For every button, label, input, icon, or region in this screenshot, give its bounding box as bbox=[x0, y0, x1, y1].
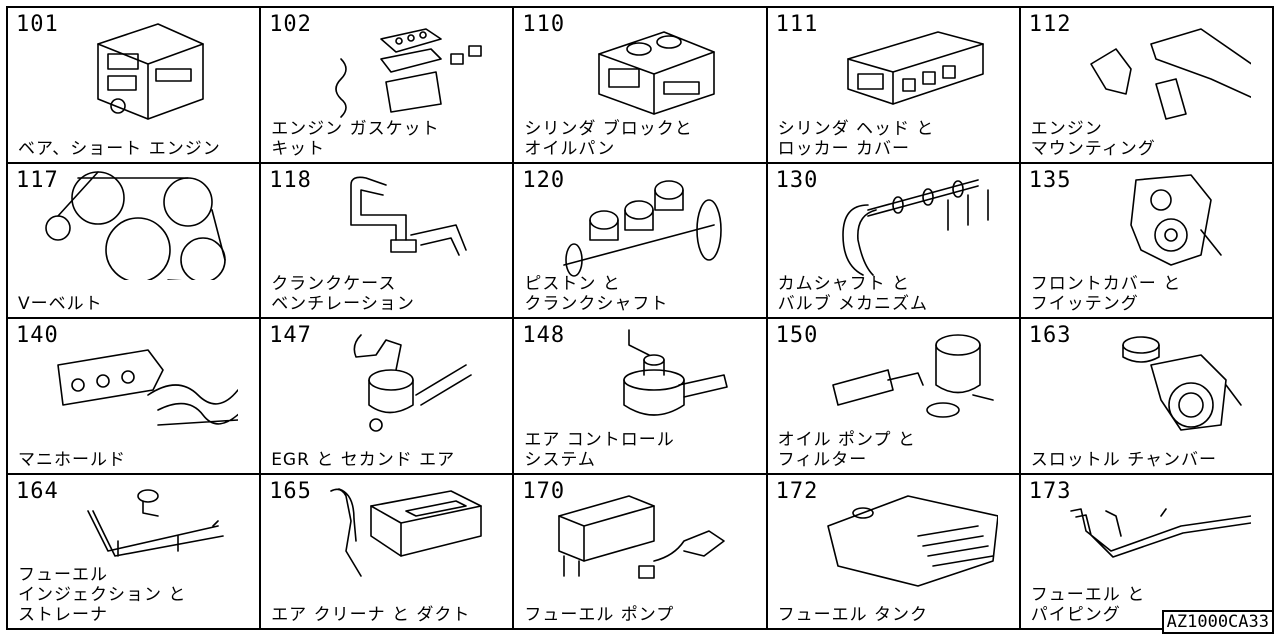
category-label: ベア、ショート エンジン bbox=[18, 138, 221, 159]
category-102[interactable]: 102 エンジン ガスケット キット bbox=[261, 8, 515, 164]
category-110[interactable]: 110 シリンダ ブロックと オイルパン bbox=[514, 8, 768, 164]
fuel-tank-icon bbox=[798, 481, 999, 591]
camshaft-valve-icon bbox=[798, 170, 998, 280]
category-101[interactable]: 101 ベア、ショート エンジン bbox=[8, 8, 262, 164]
category-label: Vーベルト bbox=[18, 294, 103, 314]
category-172[interactable]: 172 フューエル タンク bbox=[767, 474, 1021, 630]
category-code: 102 bbox=[269, 12, 312, 37]
category-label: エア クリーナ と ダクト bbox=[271, 605, 471, 625]
category-120[interactable]: 120 ピストン と クランクシャフト bbox=[514, 163, 768, 319]
category-code: 101 bbox=[16, 12, 59, 37]
piston-crankshaft-icon bbox=[544, 170, 744, 280]
crankcase-ventilation-icon bbox=[291, 170, 491, 280]
front-cover-icon bbox=[1051, 170, 1251, 280]
category-code: 118 bbox=[269, 167, 312, 193]
engine-mount-icon bbox=[1051, 14, 1267, 124]
category-label: マニホールド bbox=[18, 449, 126, 470]
category-code: 163 bbox=[1028, 323, 1072, 348]
category-label: カムシャフト と バルブ メカニズム bbox=[777, 274, 928, 314]
category-code: 148 bbox=[522, 323, 566, 348]
category-code: 140 bbox=[16, 323, 59, 348]
category-173[interactable]: 173 フューエル と パイピング bbox=[1020, 474, 1274, 630]
throttle-chamber-icon bbox=[1051, 325, 1251, 435]
category-label: エア コントロール システム bbox=[524, 429, 675, 470]
category-label: EGR と セカンド エア bbox=[271, 449, 456, 470]
category-label: ピストン と クランクシャフト bbox=[524, 274, 669, 314]
category-165[interactable]: 165 エア クリーナ と ダクト bbox=[261, 474, 515, 630]
category-150[interactable]: 150 オイル ポンプ と フィルター bbox=[767, 319, 1021, 475]
oil-pump-filter-icon bbox=[798, 325, 998, 435]
category-148[interactable]: 148 エア コントロール システム bbox=[514, 319, 768, 475]
category-code: 173 bbox=[1028, 478, 1072, 504]
category-code: 165 bbox=[269, 478, 312, 504]
category-code: 112 bbox=[1028, 12, 1072, 37]
category-118[interactable]: 118 クランクケース ベンチレーション bbox=[261, 163, 515, 319]
category-140[interactable]: 140 マニホールド bbox=[8, 319, 262, 475]
gasket-kit-icon bbox=[291, 14, 491, 124]
category-code: 172 bbox=[775, 478, 819, 504]
category-label: エンジン ガスケット キット bbox=[271, 118, 440, 159]
cylinder-head-icon bbox=[798, 14, 998, 124]
parts-category-grid: 101 ベア、ショート エンジン 102 エンジン ガスケット キット 110 シリン… bbox=[6, 6, 1274, 630]
category-label: フューエル と パイピング bbox=[1030, 585, 1146, 625]
air-cleaner-icon bbox=[291, 481, 491, 591]
category-label: シリンダ ヘッド と ロッカー カバー bbox=[777, 118, 935, 159]
fuel-pump-icon bbox=[544, 481, 744, 591]
category-163[interactable]: 163 スロットル チャンバー bbox=[1020, 319, 1274, 475]
reference-code: AZ1000CA33 bbox=[1161, 610, 1274, 634]
category-code: 130 bbox=[775, 167, 819, 193]
category-112[interactable]: 112 エンジン マウンティング bbox=[1020, 8, 1274, 164]
category-label: オイル ポンプ と フィルター bbox=[777, 429, 916, 470]
category-code: 170 bbox=[522, 478, 566, 504]
fuel-injection-icon bbox=[38, 481, 238, 591]
category-label: フューエル タンク bbox=[777, 605, 928, 625]
category-label: フロントカバー と フイッテング bbox=[1030, 274, 1182, 314]
category-label: エンジン マウンティング bbox=[1030, 118, 1156, 159]
category-code: 147 bbox=[269, 323, 312, 348]
category-label: フューエル インジェクション と ストレーナ bbox=[18, 565, 187, 625]
category-code: 164 bbox=[16, 478, 59, 504]
category-164[interactable]: 164 フューエル インジェクション と ストレーナ bbox=[8, 474, 262, 630]
category-code: 135 bbox=[1028, 167, 1072, 193]
category-code: 117 bbox=[16, 167, 59, 193]
category-code: 120 bbox=[522, 167, 566, 193]
category-111[interactable]: 111 シリンダ ヘッド と ロッカー カバー bbox=[767, 8, 1021, 164]
category-135[interactable]: 135 フロントカバー と フイッテング bbox=[1020, 163, 1274, 319]
category-code: 111 bbox=[775, 12, 819, 37]
category-label: クランクケース ベンチレーション bbox=[271, 274, 415, 314]
category-label: スロットル チャンバー bbox=[1030, 449, 1218, 470]
category-label: フューエル ポンプ bbox=[524, 605, 675, 625]
short-engine-icon bbox=[38, 14, 238, 124]
fuel-piping-icon bbox=[1051, 481, 1252, 591]
v-belt-icon bbox=[38, 170, 238, 283]
category-130[interactable]: 130 カムシャフト と バルブ メカニズム bbox=[767, 163, 1021, 319]
category-code: 150 bbox=[775, 323, 819, 348]
category-170[interactable]: 170 フューエル ポンプ bbox=[514, 474, 768, 630]
cylinder-block-icon bbox=[544, 14, 744, 124]
air-control-icon bbox=[544, 325, 744, 435]
egr-valve-icon bbox=[291, 325, 491, 435]
manifold-icon bbox=[38, 325, 244, 435]
category-label: シリンダ ブロックと オイルパン bbox=[524, 118, 693, 159]
category-code: 110 bbox=[522, 12, 566, 37]
